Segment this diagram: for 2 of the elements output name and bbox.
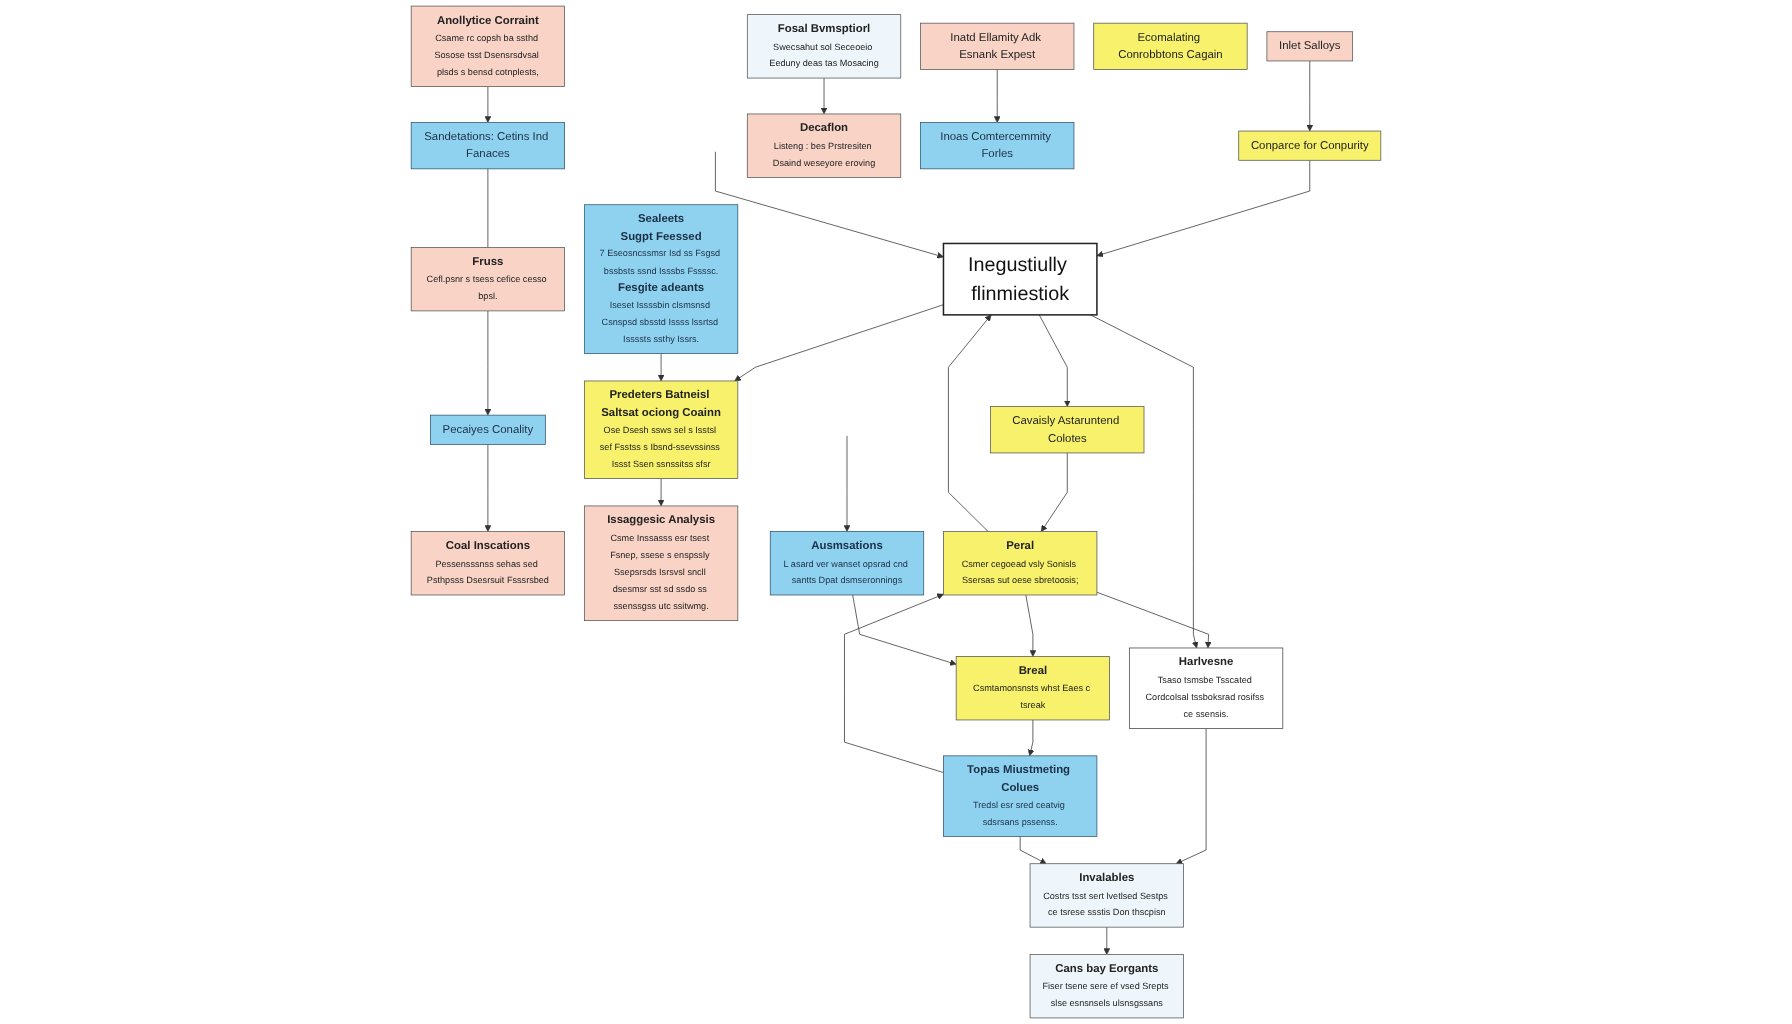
connector (487, 168, 489, 248)
node-box: Inegustiully flinmiestiok (942, 242, 1098, 316)
